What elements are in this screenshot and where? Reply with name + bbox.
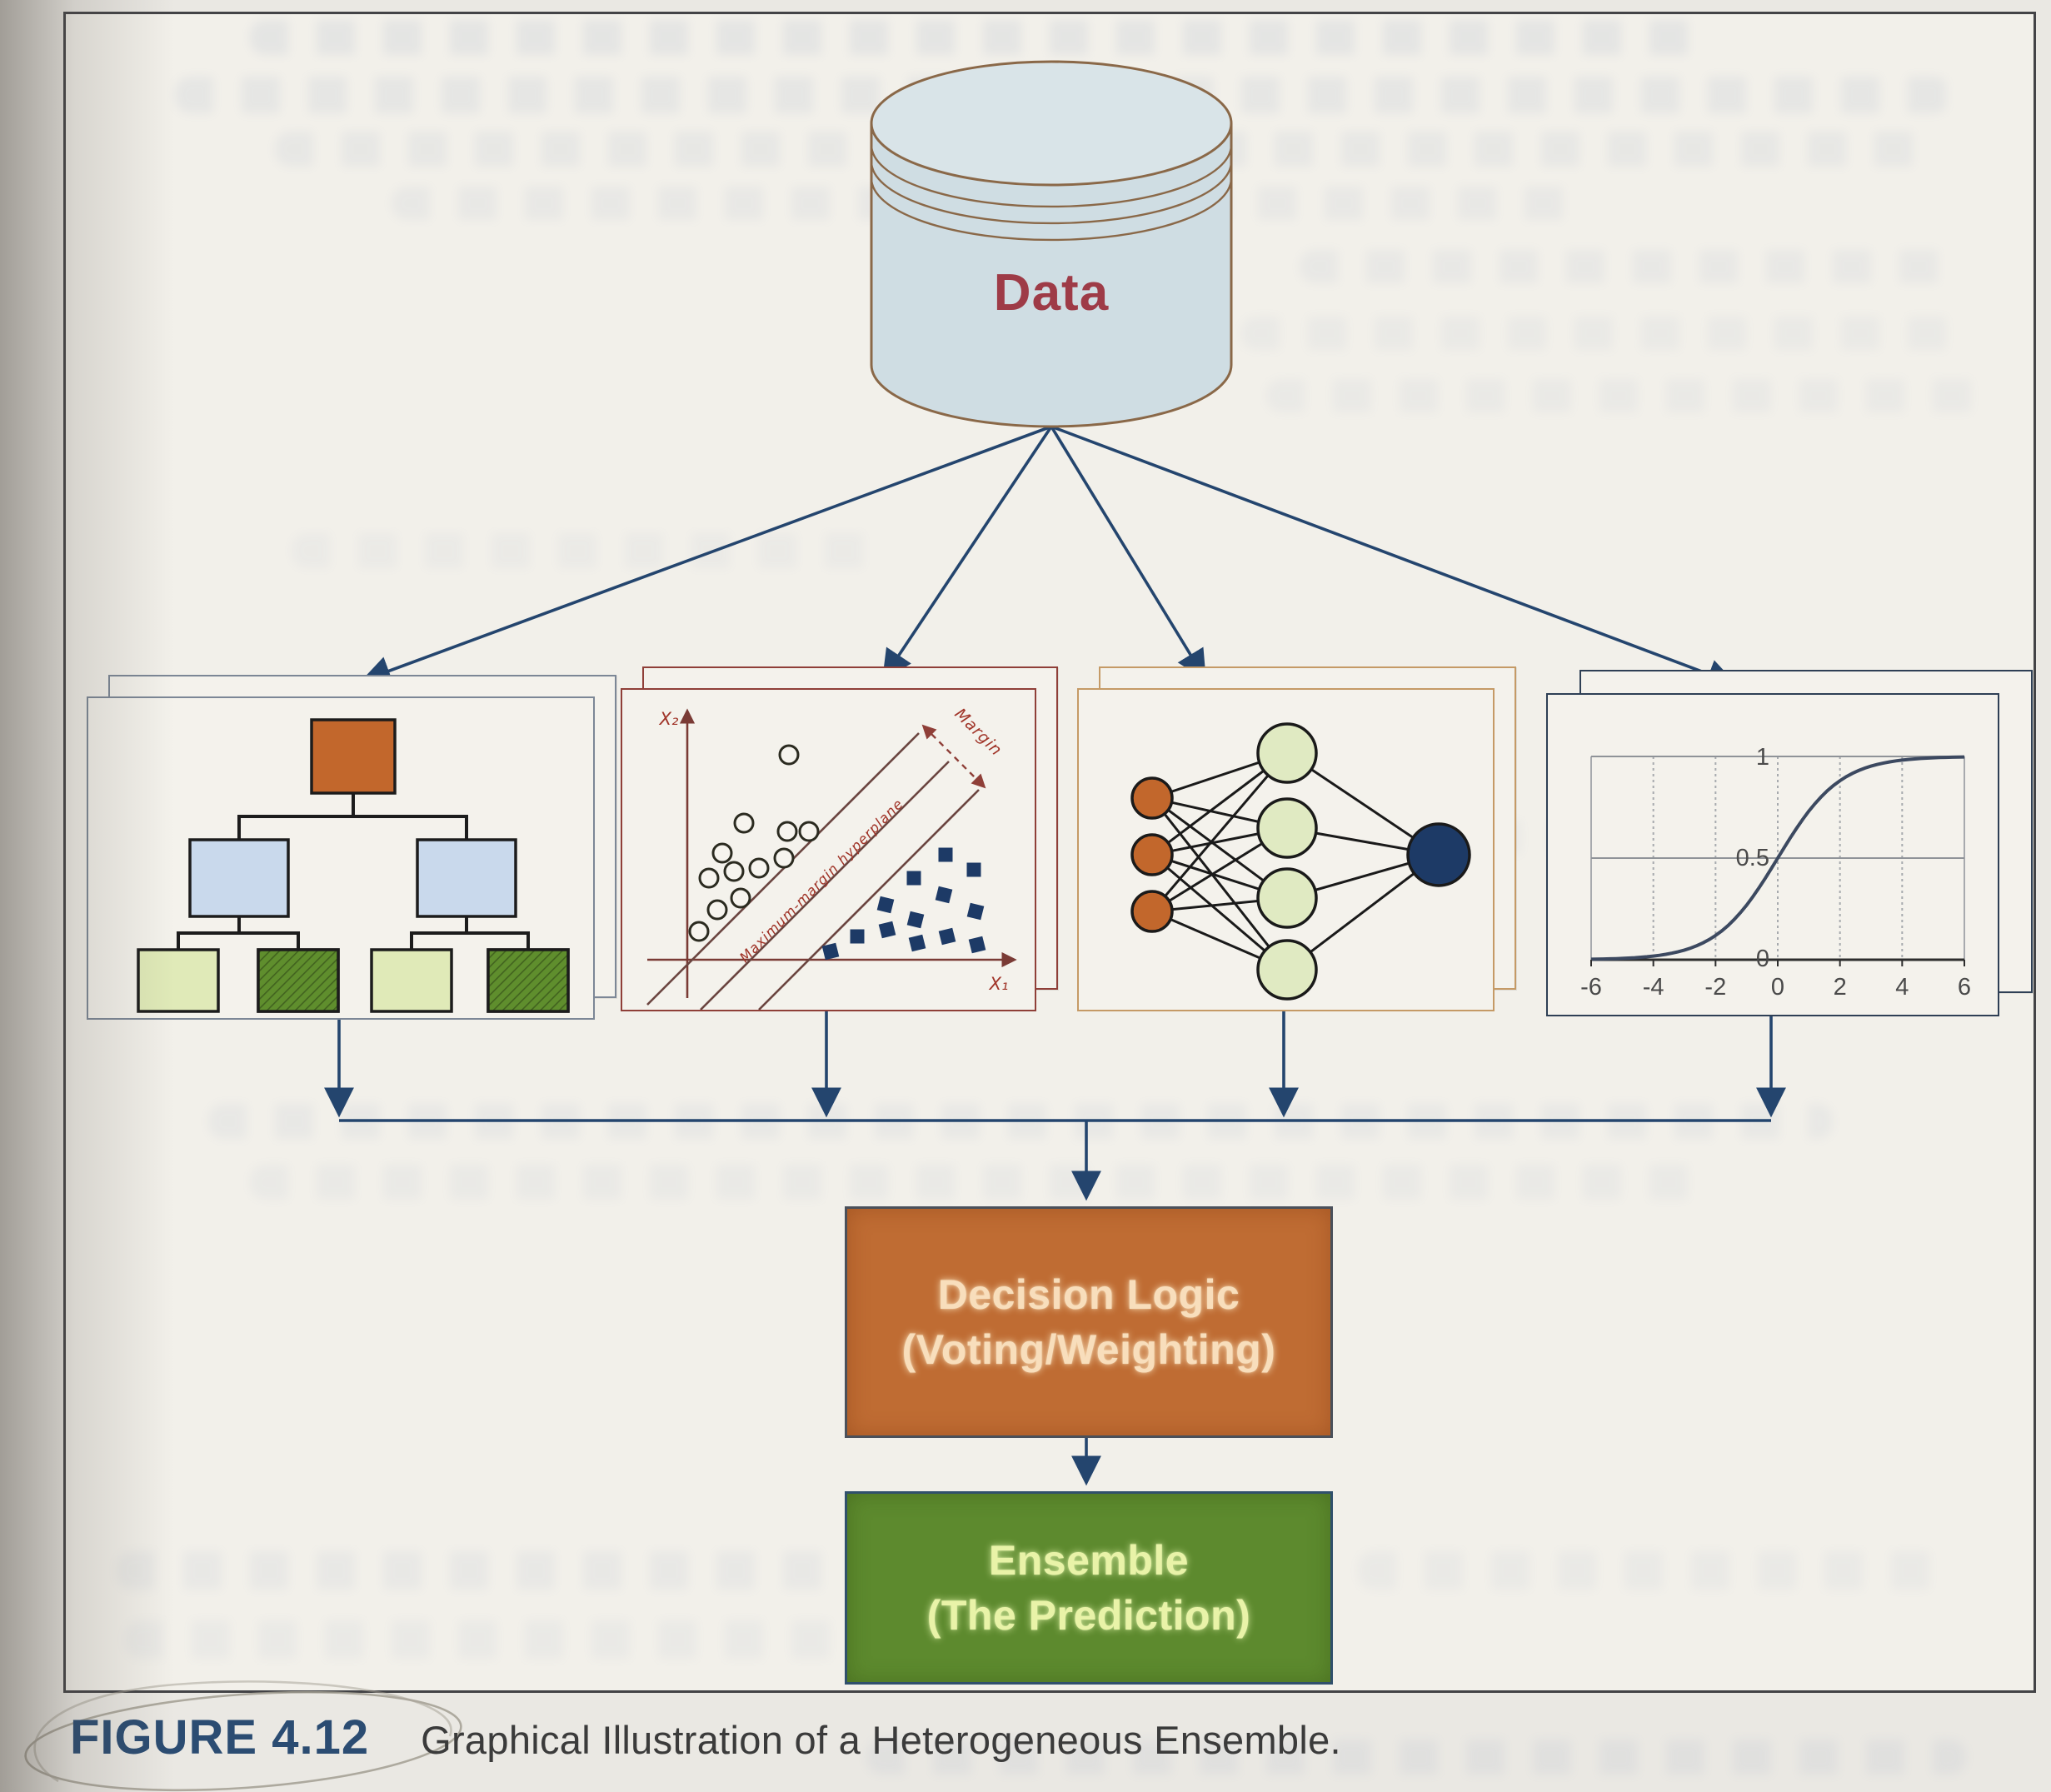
svm-margin-label: Margin xyxy=(951,705,1006,760)
ensemble-box: Ensemble (The Prediction) xyxy=(845,1491,1333,1685)
svg-text:-6: -6 xyxy=(1580,974,1602,1001)
svm-axes xyxy=(647,708,1017,998)
svm-margin-arrow xyxy=(921,724,986,789)
neural-network-art xyxy=(1130,722,1471,1001)
figure-tag: FIGURE 4.12 xyxy=(70,1710,370,1765)
ensemble-line2: (The Prediction) xyxy=(926,1592,1251,1639)
svm-boundary-lines xyxy=(646,732,980,1010)
figure-caption-text: Graphical Illustration of a Heterogeneou… xyxy=(421,1718,1341,1762)
svm-class-a-points xyxy=(688,744,820,942)
panel-svm: X₂ X₁ Maximum-margin hyperplane Margin xyxy=(621,666,1058,1011)
svg-text:0.5: 0.5 xyxy=(1736,845,1769,871)
svm-class-b-points xyxy=(821,847,986,961)
data-store-label: Data xyxy=(994,264,1109,322)
decision-logic-line1: Decision Logic xyxy=(937,1271,1240,1318)
svg-text:X₂: X₂ xyxy=(659,709,679,729)
decision-logic-box: Decision Logic (Voting/Weighting) xyxy=(845,1206,1333,1438)
nn-nodes xyxy=(1130,722,1471,1001)
svm-art: X₂ X₁ Maximum-margin hyperplane Margin xyxy=(646,705,1017,1010)
svg-text:4: 4 xyxy=(1895,974,1909,1001)
sigmoid-art: -6 -4 -2 0 2 4 6 0 0.5 1 xyxy=(1580,744,1971,1001)
svg-text:0: 0 xyxy=(1756,946,1769,972)
panel-front-sheet: X₂ X₁ Maximum-margin hyperplane Margin xyxy=(621,688,1036,1011)
tree-connectors xyxy=(177,793,530,950)
data-cylinder: Data xyxy=(870,60,1233,428)
panel-front-sheet xyxy=(1077,688,1495,1011)
sigmoid-curve xyxy=(1590,755,1965,961)
tree-nodes xyxy=(137,718,570,1013)
svg-text:1: 1 xyxy=(1756,744,1769,771)
svg-text:0: 0 xyxy=(1771,974,1784,1001)
svg-text:-4: -4 xyxy=(1643,974,1664,1001)
ensemble-line1: Ensemble xyxy=(988,1537,1190,1584)
nn-edges xyxy=(1150,751,1440,971)
panel-neural-network xyxy=(1077,666,1516,1011)
svg-text:X₁: X₁ xyxy=(989,974,1009,994)
decision-tree-art xyxy=(137,718,570,1013)
panel-decision-tree xyxy=(87,675,616,1020)
panel-front-sheet xyxy=(87,696,595,1020)
svg-text:6: 6 xyxy=(1958,974,1971,1001)
decision-logic-line2: (Voting/Weighting) xyxy=(901,1326,1276,1373)
figure-caption: FIGURE 4.12 Graphical Illustration of a … xyxy=(70,1710,1341,1765)
panel-logistic-curve: -6 -4 -2 0 2 4 6 0 0.5 1 xyxy=(1546,670,2033,1016)
panel-front-sheet: -6 -4 -2 0 2 4 6 0 0.5 1 xyxy=(1546,693,1999,1016)
svg-text:-2: -2 xyxy=(1704,974,1726,1001)
sigmoid-tick-labels: -6 -4 -2 0 2 4 6 0 0.5 1 xyxy=(1580,744,1971,1001)
svm-hyperplane-label: Maximum-margin hyperplane xyxy=(736,796,906,966)
svg-text:2: 2 xyxy=(1834,974,1847,1001)
